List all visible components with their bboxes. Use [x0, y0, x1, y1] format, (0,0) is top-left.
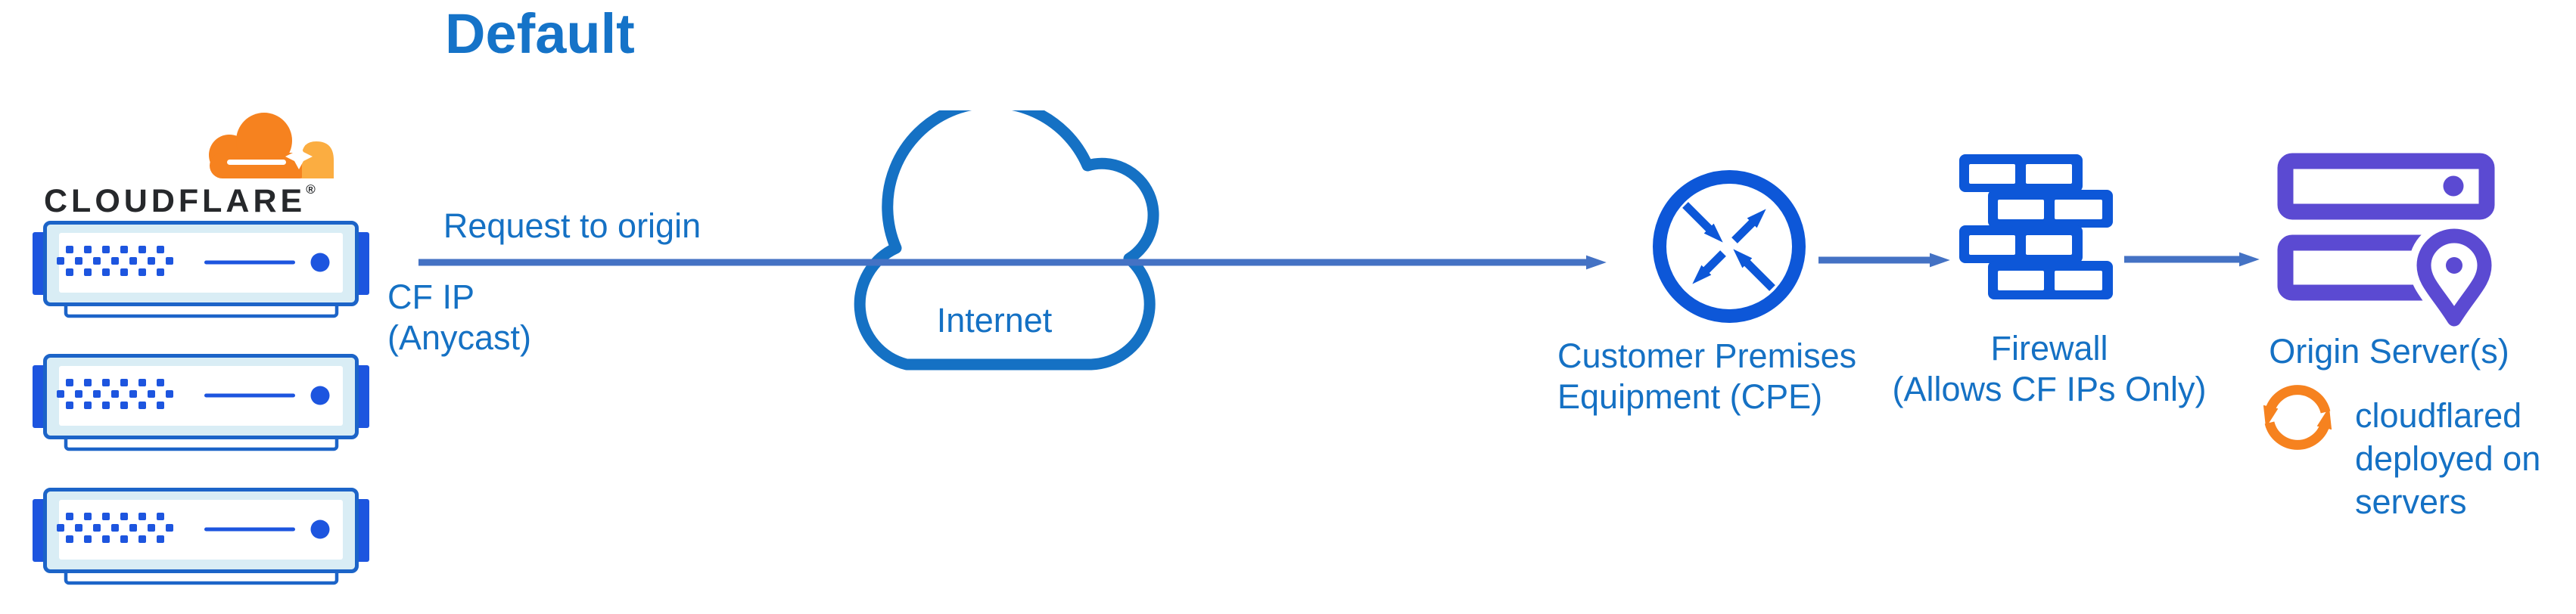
origin-servers-label: Origin Server(s)	[2269, 332, 2509, 371]
firewall-label: Firewall (Allows CF IPs Only)	[1892, 328, 2206, 410]
cpe-label-line-2: Equipment (CPE)	[1557, 377, 1823, 416]
registered-trademark-symbol: ®	[306, 182, 316, 197]
cpe-label-line-1: Customer Premises	[1557, 336, 1857, 375]
origin-servers-icon	[2277, 153, 2499, 331]
cf-ip-line-2: (Anycast)	[387, 318, 532, 357]
cloudflare-wordmark: CLOUDFLARE®	[44, 182, 316, 220]
request-to-origin-label: Request to origin	[443, 206, 702, 245]
flow-arrow-firewall-to-origin	[2124, 252, 2260, 267]
internet-cloud-icon	[854, 110, 1159, 371]
sync-arrows-icon	[2263, 385, 2332, 450]
cloudflared-note-line-1: cloudflared	[2355, 396, 2522, 435]
edge-server-icon-1	[33, 221, 369, 318]
location-pin-icon	[2409, 221, 2499, 331]
edge-server-icon-3	[33, 488, 369, 585]
cloudflared-note-line-2: deployed on	[2355, 439, 2541, 478]
cloudflare-cloud-icon	[209, 113, 334, 178]
flow-arrow-cpe-to-firewall	[1818, 253, 1950, 268]
firewall-icon	[1959, 154, 2113, 299]
cf-ip-anycast-label: CF IP (Anycast)	[387, 277, 531, 358]
edge-server-icon-2	[33, 354, 369, 451]
diagram-title: Default	[445, 2, 635, 65]
cpe-router-icon	[1653, 170, 1806, 323]
cloudflared-note: cloudflared deployed on servers	[2355, 394, 2540, 523]
firewall-label-line-1: Firewall	[1990, 329, 2108, 367]
internet-label: Internet	[936, 301, 1053, 340]
cloudflare-wordmark-text: CLOUDFLARE	[44, 183, 306, 219]
cloudflared-note-line-3: servers	[2355, 482, 2467, 521]
cf-ip-line-1: CF IP	[387, 278, 475, 316]
firewall-label-line-2: (Allows CF IPs Only)	[1892, 370, 2207, 408]
flow-arrow-edge-to-cpe	[418, 255, 1607, 270]
cpe-label: Customer Premises Equipment (CPE)	[1557, 336, 1856, 417]
